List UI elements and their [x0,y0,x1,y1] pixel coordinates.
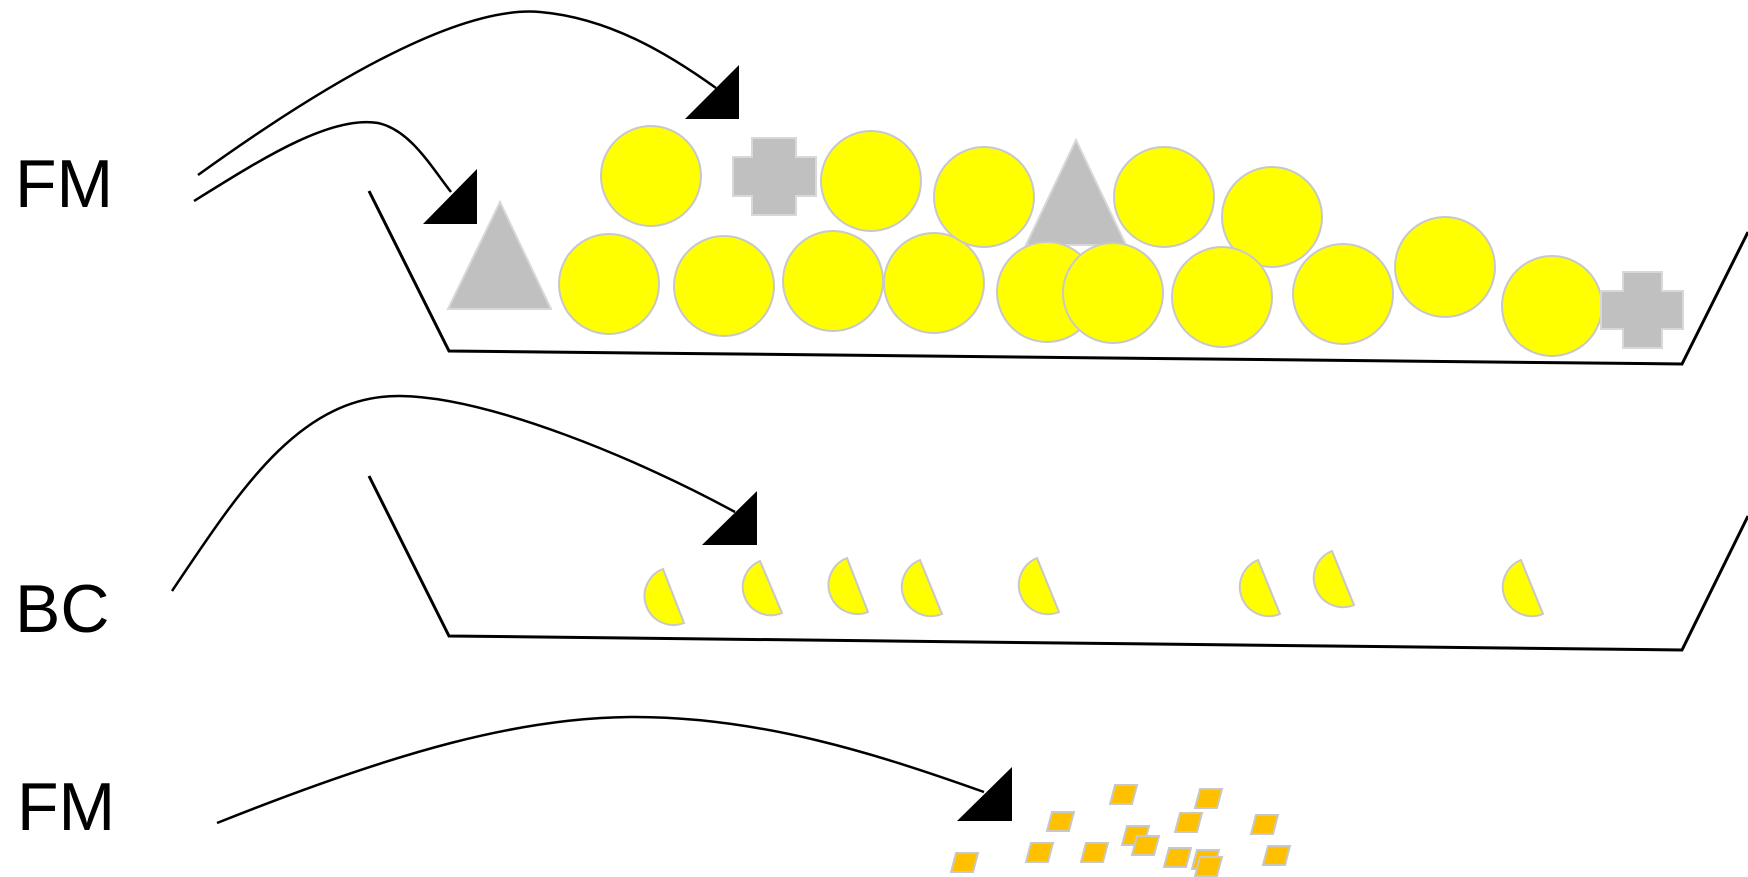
row-1-sphere [673,235,775,337]
row-1-sphere [782,230,884,332]
row-2-fragments [643,549,1545,626]
row-1-sphere [558,233,660,335]
row-3-fragment [1162,847,1193,868]
row-3-arrow-head [957,767,1012,821]
row-3-fragment [1130,835,1161,856]
row-3-arrow [216,715,985,825]
row-1-cross-left [732,137,817,216]
row-2-fragment [1017,556,1061,616]
row-2-arrow-head [702,491,757,545]
row-1-arrow-inner-head [423,169,477,224]
row-3-fragment [1261,845,1292,866]
row-3-fragment [1045,811,1076,832]
row-label-bc: BC [15,571,110,647]
row-3-fragment [1249,814,1280,835]
row-label-fm-bottom: FM [17,769,116,845]
row-2-fragment [1501,558,1545,618]
row-2-group [170,394,1748,652]
row-1-sphere [933,146,1035,248]
row-3-fragment [1079,842,1110,863]
row-label-fm-top: FM [15,146,114,222]
row-3-fragments [949,784,1292,877]
row-1-arrow-outer [197,10,717,177]
row-2-fragment [1238,558,1282,618]
row-1-arrow-inner [193,120,452,203]
row-1-triangle-left [446,199,553,310]
row-3-fragment [1193,788,1224,809]
row-3-fragment [1108,784,1139,805]
row-3-group [216,715,1292,877]
row-1-sphere [1292,243,1394,345]
row-2-fragment [643,567,686,626]
row-1-sphere [1062,242,1164,344]
row-1-sphere [1501,255,1603,357]
row-3-fragment [1193,856,1224,877]
row-3-fragment [1173,812,1204,833]
row-1-sphere [883,232,985,334]
row-1-sphere [1221,166,1323,268]
row-1-sphere [1394,216,1496,318]
row-2-container [367,475,1748,652]
row-1-sphere [1113,146,1215,248]
row-1-sphere [820,130,922,232]
row-1-container [367,190,1748,366]
row-3-fragment [949,852,980,873]
row-2-arrow [170,394,736,592]
row-2-fragment [900,558,944,618]
row-1-group [193,10,1748,366]
row-1-sphere [1171,246,1273,348]
row-2-fragment [741,559,784,617]
row-1-sphere [600,125,702,227]
row-1-arrow-outer-head [685,65,739,119]
row-3-fragment [1024,842,1055,863]
row-2-fragment [1312,549,1356,609]
row-2-fragment [827,556,870,615]
row-1-triangle-middle [1024,137,1128,246]
row-1-cross-right [1600,271,1684,349]
